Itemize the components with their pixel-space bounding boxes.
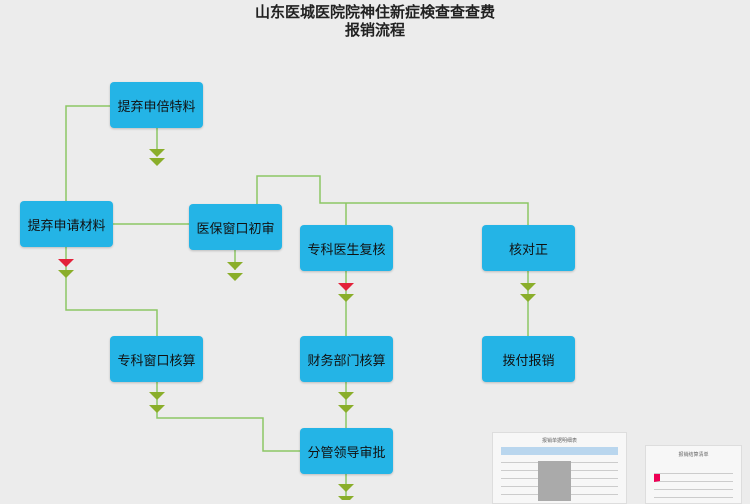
node-submit-materials-top[interactable]: 提弃申倍特料	[110, 82, 203, 128]
green-arrow-icon	[520, 294, 536, 302]
node-finance-calc[interactable]: 财务部门核算	[300, 336, 393, 382]
green-arrow-icon	[149, 149, 165, 157]
green-arrow-icon	[338, 405, 354, 413]
red-arrow-icon	[338, 283, 354, 291]
node-payment[interactable]: 拨付报销	[482, 336, 575, 382]
green-arrow-icon	[227, 262, 243, 270]
connector	[156, 382, 300, 452]
document-thumbnail-1: 报销单据明细表	[492, 432, 627, 504]
connector	[65, 246, 158, 336]
green-arrow-icon	[58, 270, 74, 278]
green-arrow-icon	[149, 405, 165, 413]
connector	[65, 105, 110, 201]
red-arrow-icon	[58, 259, 74, 267]
node-leader-approval[interactable]: 分管领导审批	[300, 428, 393, 474]
doc2-title: 报销结算清单	[678, 452, 709, 458]
node-specialist-window-calc[interactable]: 专科窗口核算	[110, 336, 203, 382]
green-arrow-icon	[338, 392, 354, 400]
green-arrow-icon	[149, 158, 165, 166]
document-thumbnail-2: 报销结算清单	[645, 445, 742, 504]
green-arrow-icon	[520, 283, 536, 291]
green-arrow-icon	[338, 294, 354, 302]
node-insurance-window-review[interactable]: 医保窗口初审	[189, 204, 282, 250]
green-arrow-icon	[227, 273, 243, 281]
node-specialist-recheck[interactable]: 专科医生复核	[300, 225, 393, 271]
chart-title-line1: 山东医城医院院神住新症検查查查费	[254, 3, 495, 21]
connector	[256, 175, 529, 225]
green-arrow-icon	[338, 496, 354, 500]
doc1-title: 报销单据明细表	[541, 438, 577, 444]
green-arrow-icon	[338, 484, 354, 492]
node-submit-materials[interactable]: 提弃申请材料	[20, 201, 113, 247]
green-arrow-icon	[149, 392, 165, 400]
chart-title-line2: 报销流程	[344, 21, 405, 39]
node-verify[interactable]: 核对正	[482, 225, 575, 271]
